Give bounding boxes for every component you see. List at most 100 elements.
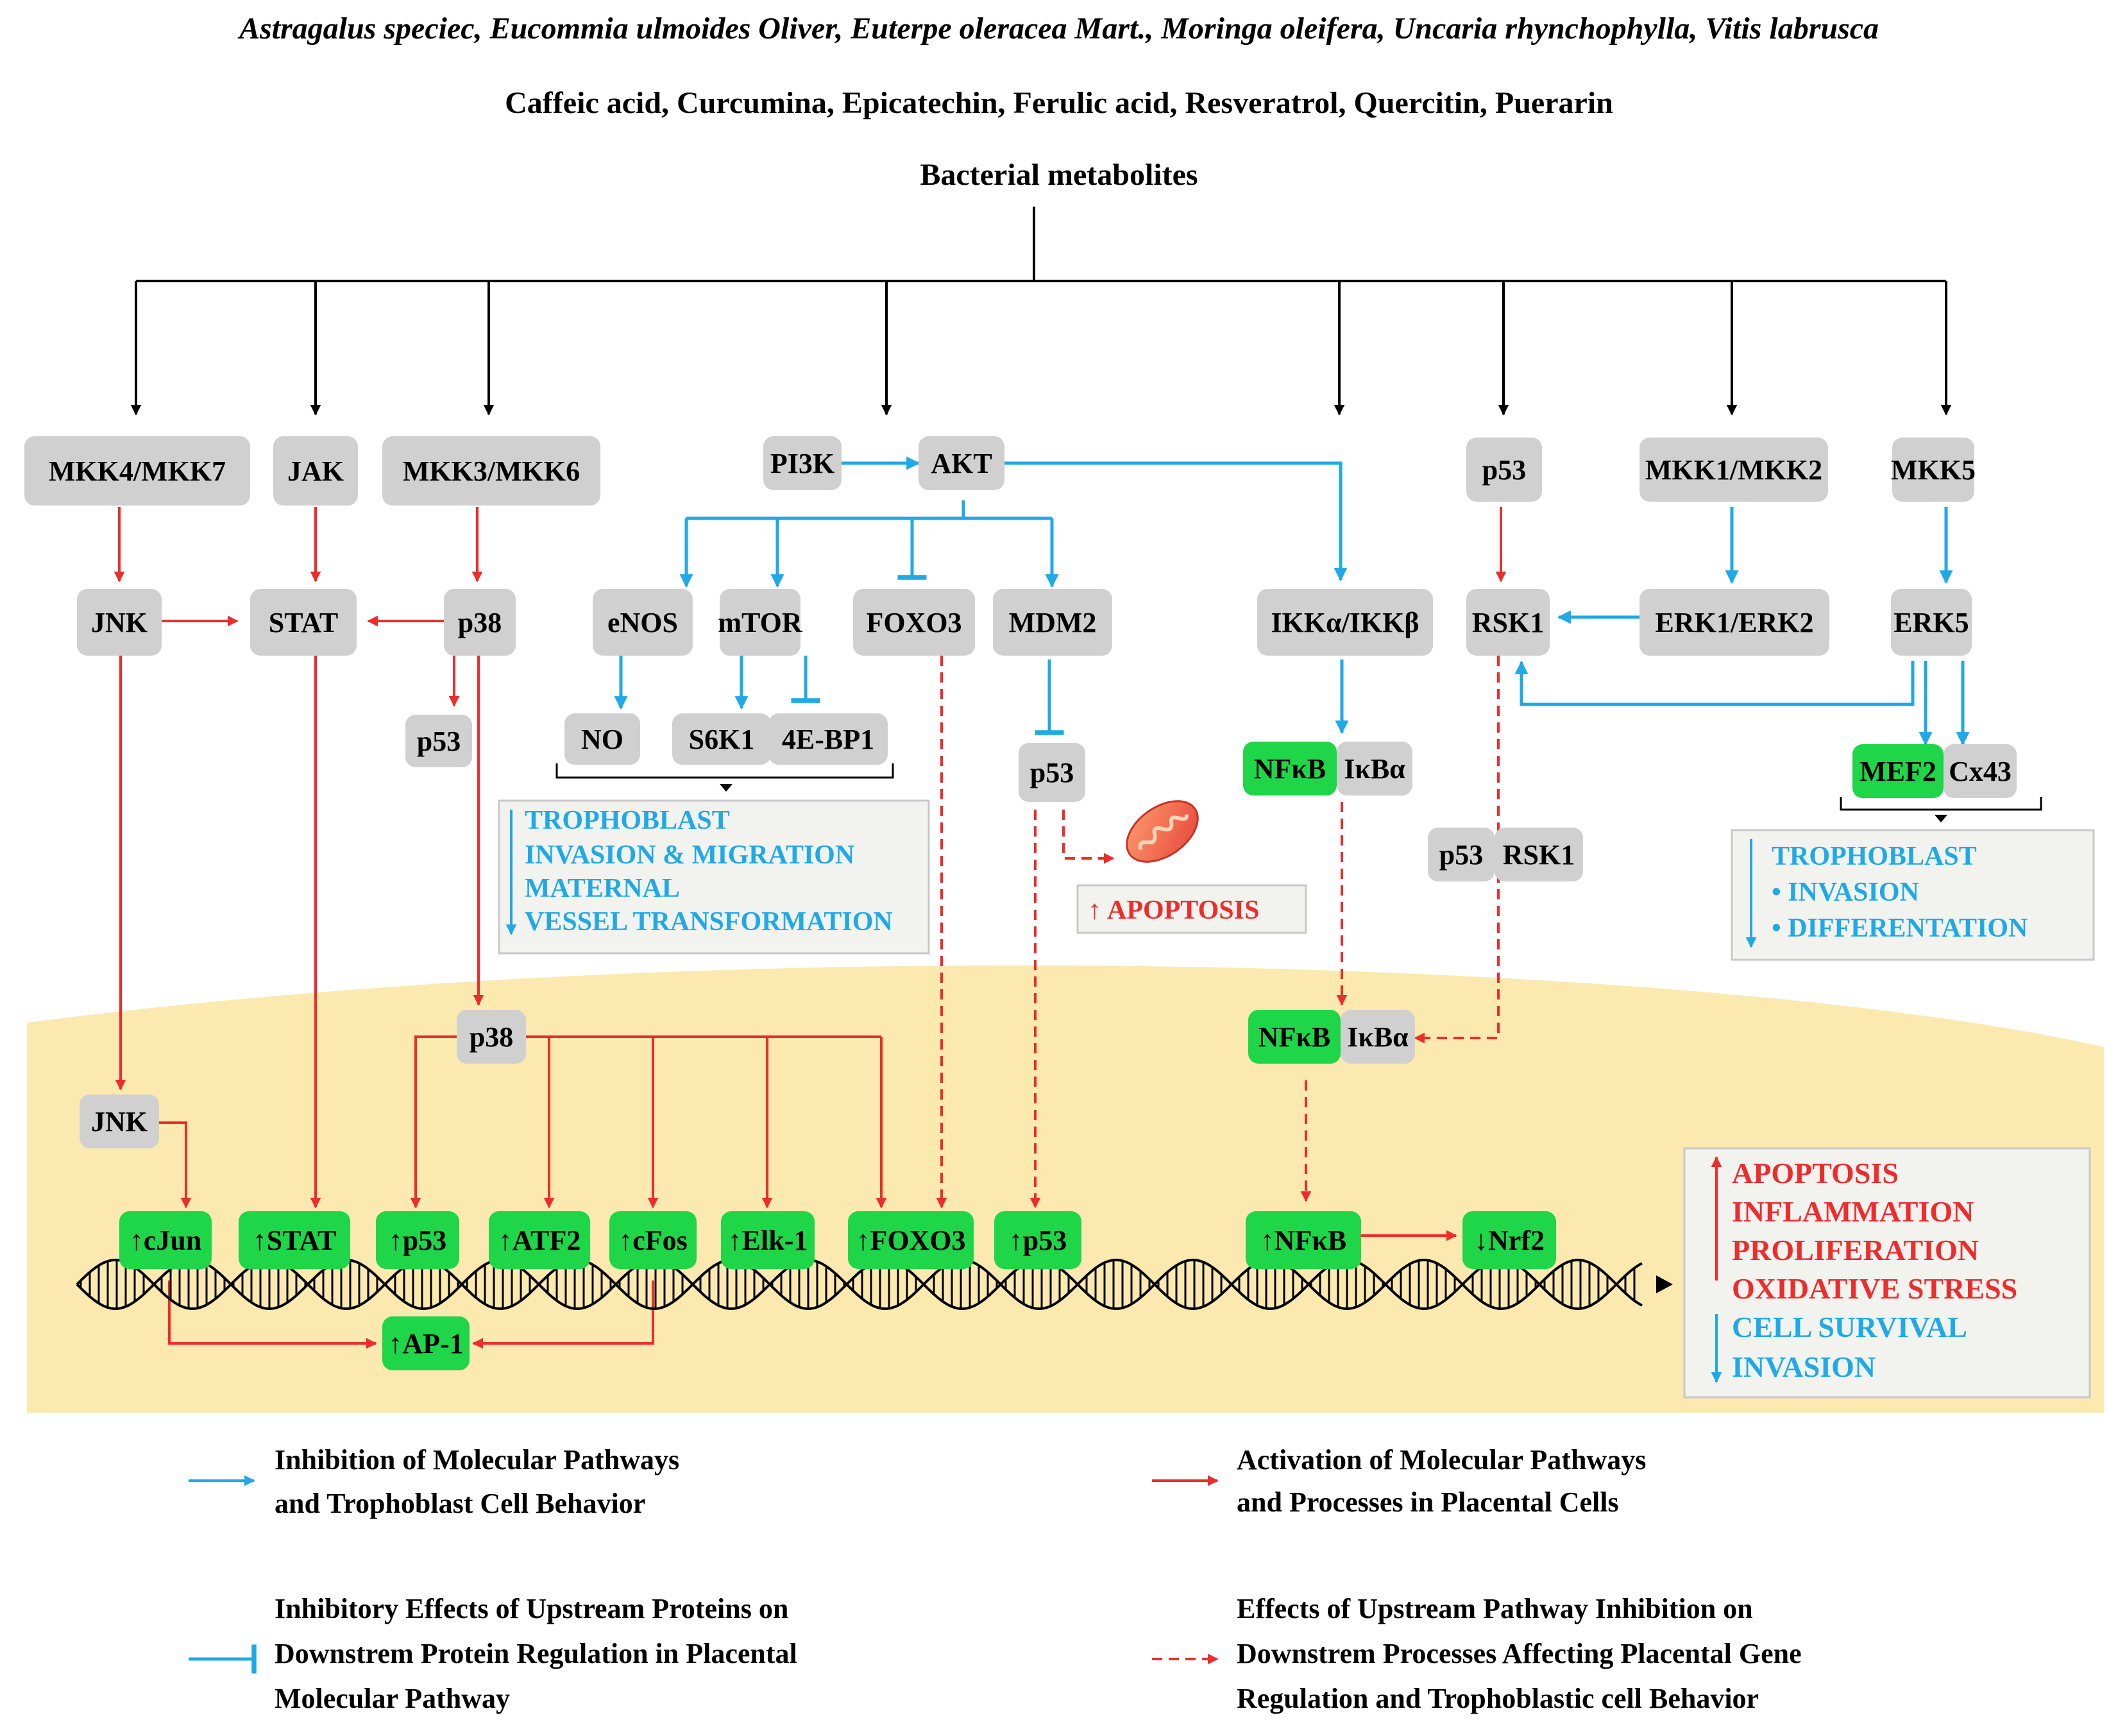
- node-label: ↑cFos: [618, 1225, 688, 1256]
- node-label: RSK1: [1472, 607, 1544, 638]
- node-jnk-nuc: JNK: [80, 1094, 159, 1148]
- node-jnk: JNK: [77, 589, 162, 656]
- node-p38-nuc: p38: [457, 1010, 526, 1064]
- node-mtor: mTOR: [718, 589, 803, 656]
- node-label: ERK1/ERK2: [1656, 607, 1814, 638]
- node-s6k1: S6K1: [672, 713, 771, 765]
- node-label: IκBα: [1347, 1021, 1409, 1053]
- node-mkk12: MKK1/MKK2: [1639, 438, 1828, 502]
- node-label: MKK5: [1891, 454, 1976, 486]
- node-p53-nuc1: ↑p53: [376, 1211, 459, 1269]
- node-mkk36: MKK3/MKK6: [382, 436, 600, 506]
- node-mdm2: MDM2: [993, 589, 1112, 656]
- node-label: Cx43: [1949, 756, 2012, 787]
- node-ap1: ↑AP-1: [382, 1316, 470, 1370]
- node-atf2: ↑ATF2: [489, 1211, 590, 1269]
- node-label: IKKα/IKKβ: [1271, 607, 1419, 638]
- node-ikba-nuc: IκBα: [1341, 1010, 1415, 1064]
- outcome-down: INVASION: [1732, 1350, 1876, 1383]
- bracket-pointer-left: [720, 784, 733, 792]
- node-label: ↑ATF2: [498, 1225, 581, 1256]
- node-label: mTOR: [718, 607, 802, 638]
- dna-direction-arrowhead: [1656, 1275, 1673, 1293]
- node-ikk: IKKα/IKKβ: [1257, 589, 1433, 656]
- node-label: ↑p53: [1009, 1225, 1067, 1256]
- node-label: STAT: [269, 607, 338, 638]
- node-label: JNK: [91, 607, 148, 638]
- node-p38: p38: [444, 589, 516, 656]
- node-rsk1: RSK1: [1466, 589, 1550, 656]
- node-label: S6K1: [689, 724, 755, 755]
- node-label: PI3K: [770, 448, 834, 479]
- plant-species-text: Astragalus speciec, Eucommia ulmoides Ol…: [237, 12, 1879, 46]
- outcome-up: INFLAMMATION: [1732, 1195, 1974, 1228]
- node-no: NO: [564, 713, 640, 765]
- troph-right-line: • INVASION: [1772, 878, 1919, 907]
- node-ikba: IκBα: [1337, 742, 1412, 796]
- legend-inhibition-text: Inhibition of Molecular Pathways: [275, 1444, 679, 1476]
- inhibition-arrows: [614, 456, 1970, 746]
- node-nfkb-nuc: NFκB: [1248, 1010, 1341, 1064]
- node-nfkb: NFκB: [1243, 742, 1337, 796]
- bracket-pointer-right: [1935, 815, 1947, 822]
- node-stat: STAT: [250, 589, 357, 656]
- node-mef2: MEF2: [1852, 744, 1944, 798]
- trophoblast-effect-box-left: TROPHOBLAST INVASION & MIGRATION MATERNA…: [498, 799, 930, 955]
- legend-inhibitory-text: Inhibitory Effects of Upstream Proteins …: [275, 1593, 788, 1624]
- node-label: NO: [581, 724, 623, 755]
- node-foxo3-nuc: ↑FOXO3: [848, 1211, 974, 1269]
- legend-inhibition-text: and Trophoblast Cell Behavior: [275, 1488, 645, 1519]
- node-enos: eNOS: [593, 589, 693, 656]
- troph-left-line: MATERNAL: [525, 874, 680, 903]
- node-label: ↑cJun: [130, 1225, 201, 1256]
- legend-inhibitory-text: Downstrem Protein Regulation in Placenta…: [275, 1638, 797, 1669]
- troph-right-line: • DIFFERENTATION: [1772, 914, 2028, 943]
- legend-upstream-text: Regulation and Trophoblastic cell Behavi…: [1237, 1683, 1759, 1714]
- node-label: ↑p53: [389, 1225, 446, 1256]
- outcome-up: APOPTOSIS: [1732, 1157, 1899, 1189]
- node-mkk5: MKK5: [1891, 438, 1976, 502]
- node-label: ERK5: [1893, 607, 1969, 638]
- node-label: p53: [1439, 839, 1483, 871]
- troph-left-line: TROPHOBLAST: [525, 806, 730, 835]
- node-label: MKK1/MKK2: [1645, 454, 1822, 486]
- node-pi3k: PI3K: [763, 436, 842, 490]
- node-label: ↑AP-1: [388, 1328, 463, 1359]
- troph-left-line: INVASION & MIGRATION: [525, 840, 854, 870]
- node-p53-mdm2: p53: [1019, 743, 1085, 802]
- node-cjun: ↑cJun: [119, 1211, 212, 1269]
- node-p53-p38: p53: [405, 715, 472, 767]
- node-cx43: Cx43: [1944, 744, 2017, 798]
- node-nfkb-up: ↑NFκB: [1246, 1211, 1361, 1269]
- legend-upstream-text: Downstrem Processes Affecting Placental …: [1237, 1638, 1802, 1669]
- node-label: ↑Elk-1: [728, 1225, 808, 1256]
- node-label: JAK: [287, 455, 344, 487]
- node-label: ↑NFκB: [1260, 1225, 1346, 1256]
- node-p53-pair: p53: [1428, 828, 1495, 881]
- legend-upstream-text: Effects of Upstream Pathway Inhibition o…: [1237, 1593, 1753, 1624]
- node-label: p38: [458, 607, 502, 638]
- node-label: NFκB: [1254, 753, 1326, 785]
- node-p53-top: p53: [1466, 438, 1542, 502]
- outcome-up: OXIDATIVE STRESS: [1732, 1272, 2017, 1305]
- node-label: p38: [470, 1021, 513, 1053]
- node-label: ↑FOXO3: [856, 1225, 965, 1256]
- bacterial-metabolites-text: Bacterial metabolites: [920, 158, 1198, 192]
- node-erk12: ERK1/ERK2: [1639, 589, 1829, 656]
- node-elk1: ↑Elk-1: [721, 1211, 815, 1269]
- apoptosis-mid-label: APOPTOSIS: [1107, 896, 1259, 925]
- legend: Inhibition of Molecular Pathways and Tro…: [189, 1444, 1802, 1714]
- activation-arrows: [114, 507, 1507, 1349]
- node-label: p53: [1030, 757, 1074, 788]
- node-label: p53: [1482, 454, 1526, 486]
- mitochondrion-icon: [1126, 800, 1199, 863]
- node-cfos: ↑cFos: [609, 1211, 697, 1269]
- node-label: MEF2: [1860, 756, 1936, 787]
- upstream-effect-arrows: [936, 656, 1500, 1209]
- legend-activation-text: and Processes in Placental Cells: [1237, 1486, 1619, 1518]
- node-akt: AKT: [919, 436, 1004, 490]
- cell-cytoplasm-band: [27, 965, 2104, 1413]
